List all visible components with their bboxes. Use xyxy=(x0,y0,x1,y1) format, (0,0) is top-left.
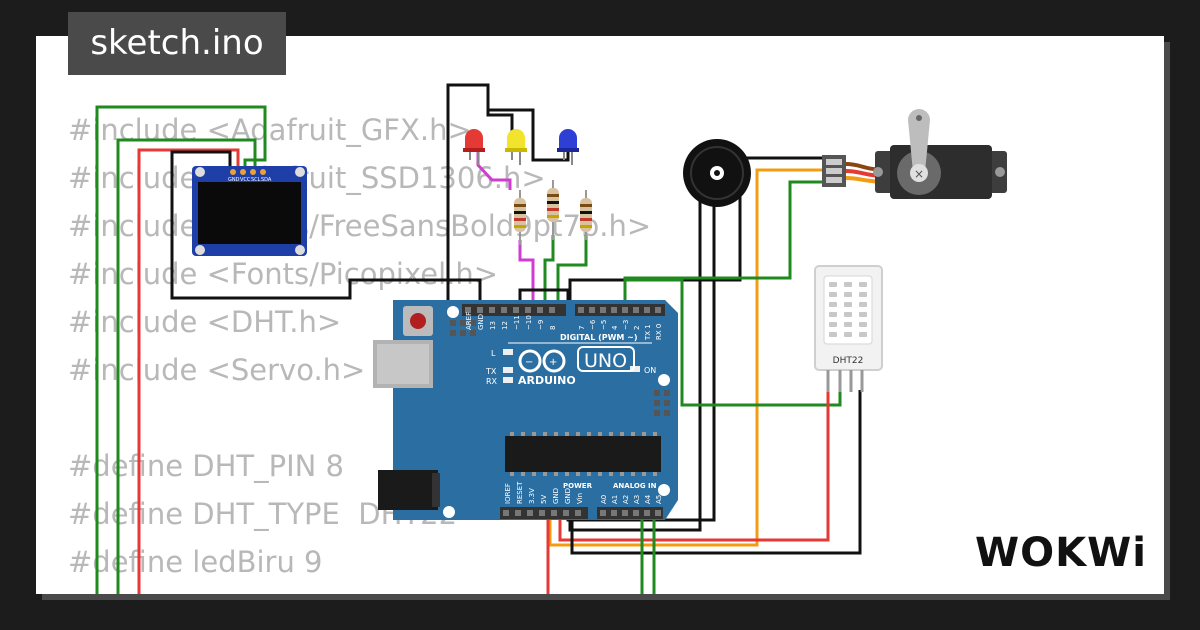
file-title: sketch.ino xyxy=(68,12,286,75)
pin-label: A3 xyxy=(633,495,641,504)
pin-label: ~3 xyxy=(622,320,630,330)
atmega-chip xyxy=(505,436,661,472)
wokwi-logo: WOKWi xyxy=(975,530,1147,576)
wire-res3 xyxy=(556,235,588,305)
pin-label: A2 xyxy=(622,495,630,504)
wire-oled-gnd xyxy=(170,170,482,305)
pin-label: Vin xyxy=(576,493,584,504)
arduino-uno[interactable]: AREF GND 13 12 ~11 ~10 ~9 8 7 ~6 ~5 4 ~3… xyxy=(373,300,678,520)
on-label: ON xyxy=(644,366,656,375)
svg-text:−: − xyxy=(525,357,533,368)
arduino-infinity-icon xyxy=(518,349,566,373)
code-line: #include <Adafruit_GFX.h> xyxy=(68,113,472,147)
svg-text:+: + xyxy=(549,357,557,368)
servo-motor[interactable]: × xyxy=(822,109,1007,199)
wire-dht-vcc xyxy=(558,390,830,542)
pin-label: AREF xyxy=(465,312,473,330)
pin-label: 13 xyxy=(489,321,497,330)
pin-label: 8 xyxy=(549,326,557,330)
tx-label: TX xyxy=(485,367,497,376)
wire-res2 xyxy=(543,235,555,305)
code-line: #define ledKuning 10 xyxy=(68,586,651,594)
pin-label: A0 xyxy=(600,495,608,504)
pin-label: TX 1 xyxy=(644,324,652,341)
wire-oled-gnd-top xyxy=(170,150,232,170)
pin-label: ~6 xyxy=(589,319,597,330)
svg-text:×: × xyxy=(914,167,924,181)
pin-label: ~11 xyxy=(513,315,521,330)
code-line: #include <DHT.h> xyxy=(68,305,342,339)
pin-label: 12 xyxy=(501,321,509,330)
wire-servo-vcc xyxy=(548,168,822,547)
pin-label: RESET xyxy=(516,481,524,504)
oled-pin-label: GND xyxy=(228,177,240,183)
pin-label: A1 xyxy=(611,495,619,504)
rx-label: RX xyxy=(486,377,498,386)
oled-display[interactable]: GND VCC SCL SDA xyxy=(192,166,307,256)
pin-label: A4 xyxy=(644,494,652,504)
pin-label: IOREF xyxy=(504,483,512,504)
digital-label: DIGITAL (PWM ~) xyxy=(560,333,638,342)
led-blue[interactable] xyxy=(557,129,579,165)
resistor-1[interactable] xyxy=(514,190,526,245)
pin-label: ~9 xyxy=(537,320,545,330)
logo-text: WOKWi xyxy=(975,530,1147,576)
dht22-sensor[interactable]: DHT22 xyxy=(814,265,883,392)
wire-oled-scl xyxy=(116,138,257,594)
wire-servo-sig xyxy=(623,180,822,305)
wire-dht-data xyxy=(625,278,842,407)
oled-pin-label: SDA xyxy=(261,177,272,183)
oled-pin-label: VCC xyxy=(240,177,251,183)
power-jack xyxy=(378,470,438,510)
led-yellow[interactable] xyxy=(505,129,527,165)
pin-label: 3.3V xyxy=(528,488,536,504)
code-line: #define DHT_PIN 8 xyxy=(68,449,345,483)
pin-label: RX 0 xyxy=(655,324,663,340)
wire-dht-gnd xyxy=(570,390,862,555)
wire-led-gnd xyxy=(446,83,570,305)
wire-led-gnd-2 xyxy=(486,85,514,140)
wire-servo-gnd xyxy=(568,156,822,305)
brand-label: ARDUINO xyxy=(518,374,576,387)
resistor-3[interactable] xyxy=(580,190,592,240)
wire-res1 xyxy=(518,240,535,305)
code-line: #define ledBiru 9 xyxy=(68,545,323,579)
resistor-2[interactable] xyxy=(547,180,559,240)
wire-oled-vcc xyxy=(137,148,240,594)
pin-label: 4 xyxy=(611,325,619,330)
pin-label: 5V xyxy=(540,495,548,504)
buzzer[interactable] xyxy=(683,139,751,207)
code-line: #include <Servo.h> xyxy=(68,353,366,387)
pin-label: ~5 xyxy=(600,320,608,330)
pin-label: GND xyxy=(477,314,485,330)
pin-label: GND xyxy=(552,488,560,504)
dht-label: DHT22 xyxy=(833,356,864,366)
wire-oled-sda xyxy=(95,105,267,594)
l-label: L xyxy=(491,349,496,358)
pin-label: 2 xyxy=(633,326,641,330)
header-digital-low xyxy=(575,304,665,316)
pin-label: GND xyxy=(564,488,572,504)
pin-label: ~10 xyxy=(525,315,533,330)
pin-label: 7 xyxy=(578,326,586,330)
model-label: UNO xyxy=(584,350,627,372)
led-red[interactable] xyxy=(463,129,485,165)
header-analog xyxy=(597,507,663,519)
pin-label: A5 xyxy=(655,495,663,504)
analog-label: ANALOG IN xyxy=(613,482,657,490)
wire-led-red xyxy=(476,150,512,190)
oled-pin-label: SCL xyxy=(251,177,261,183)
power-label: POWER xyxy=(563,482,593,490)
